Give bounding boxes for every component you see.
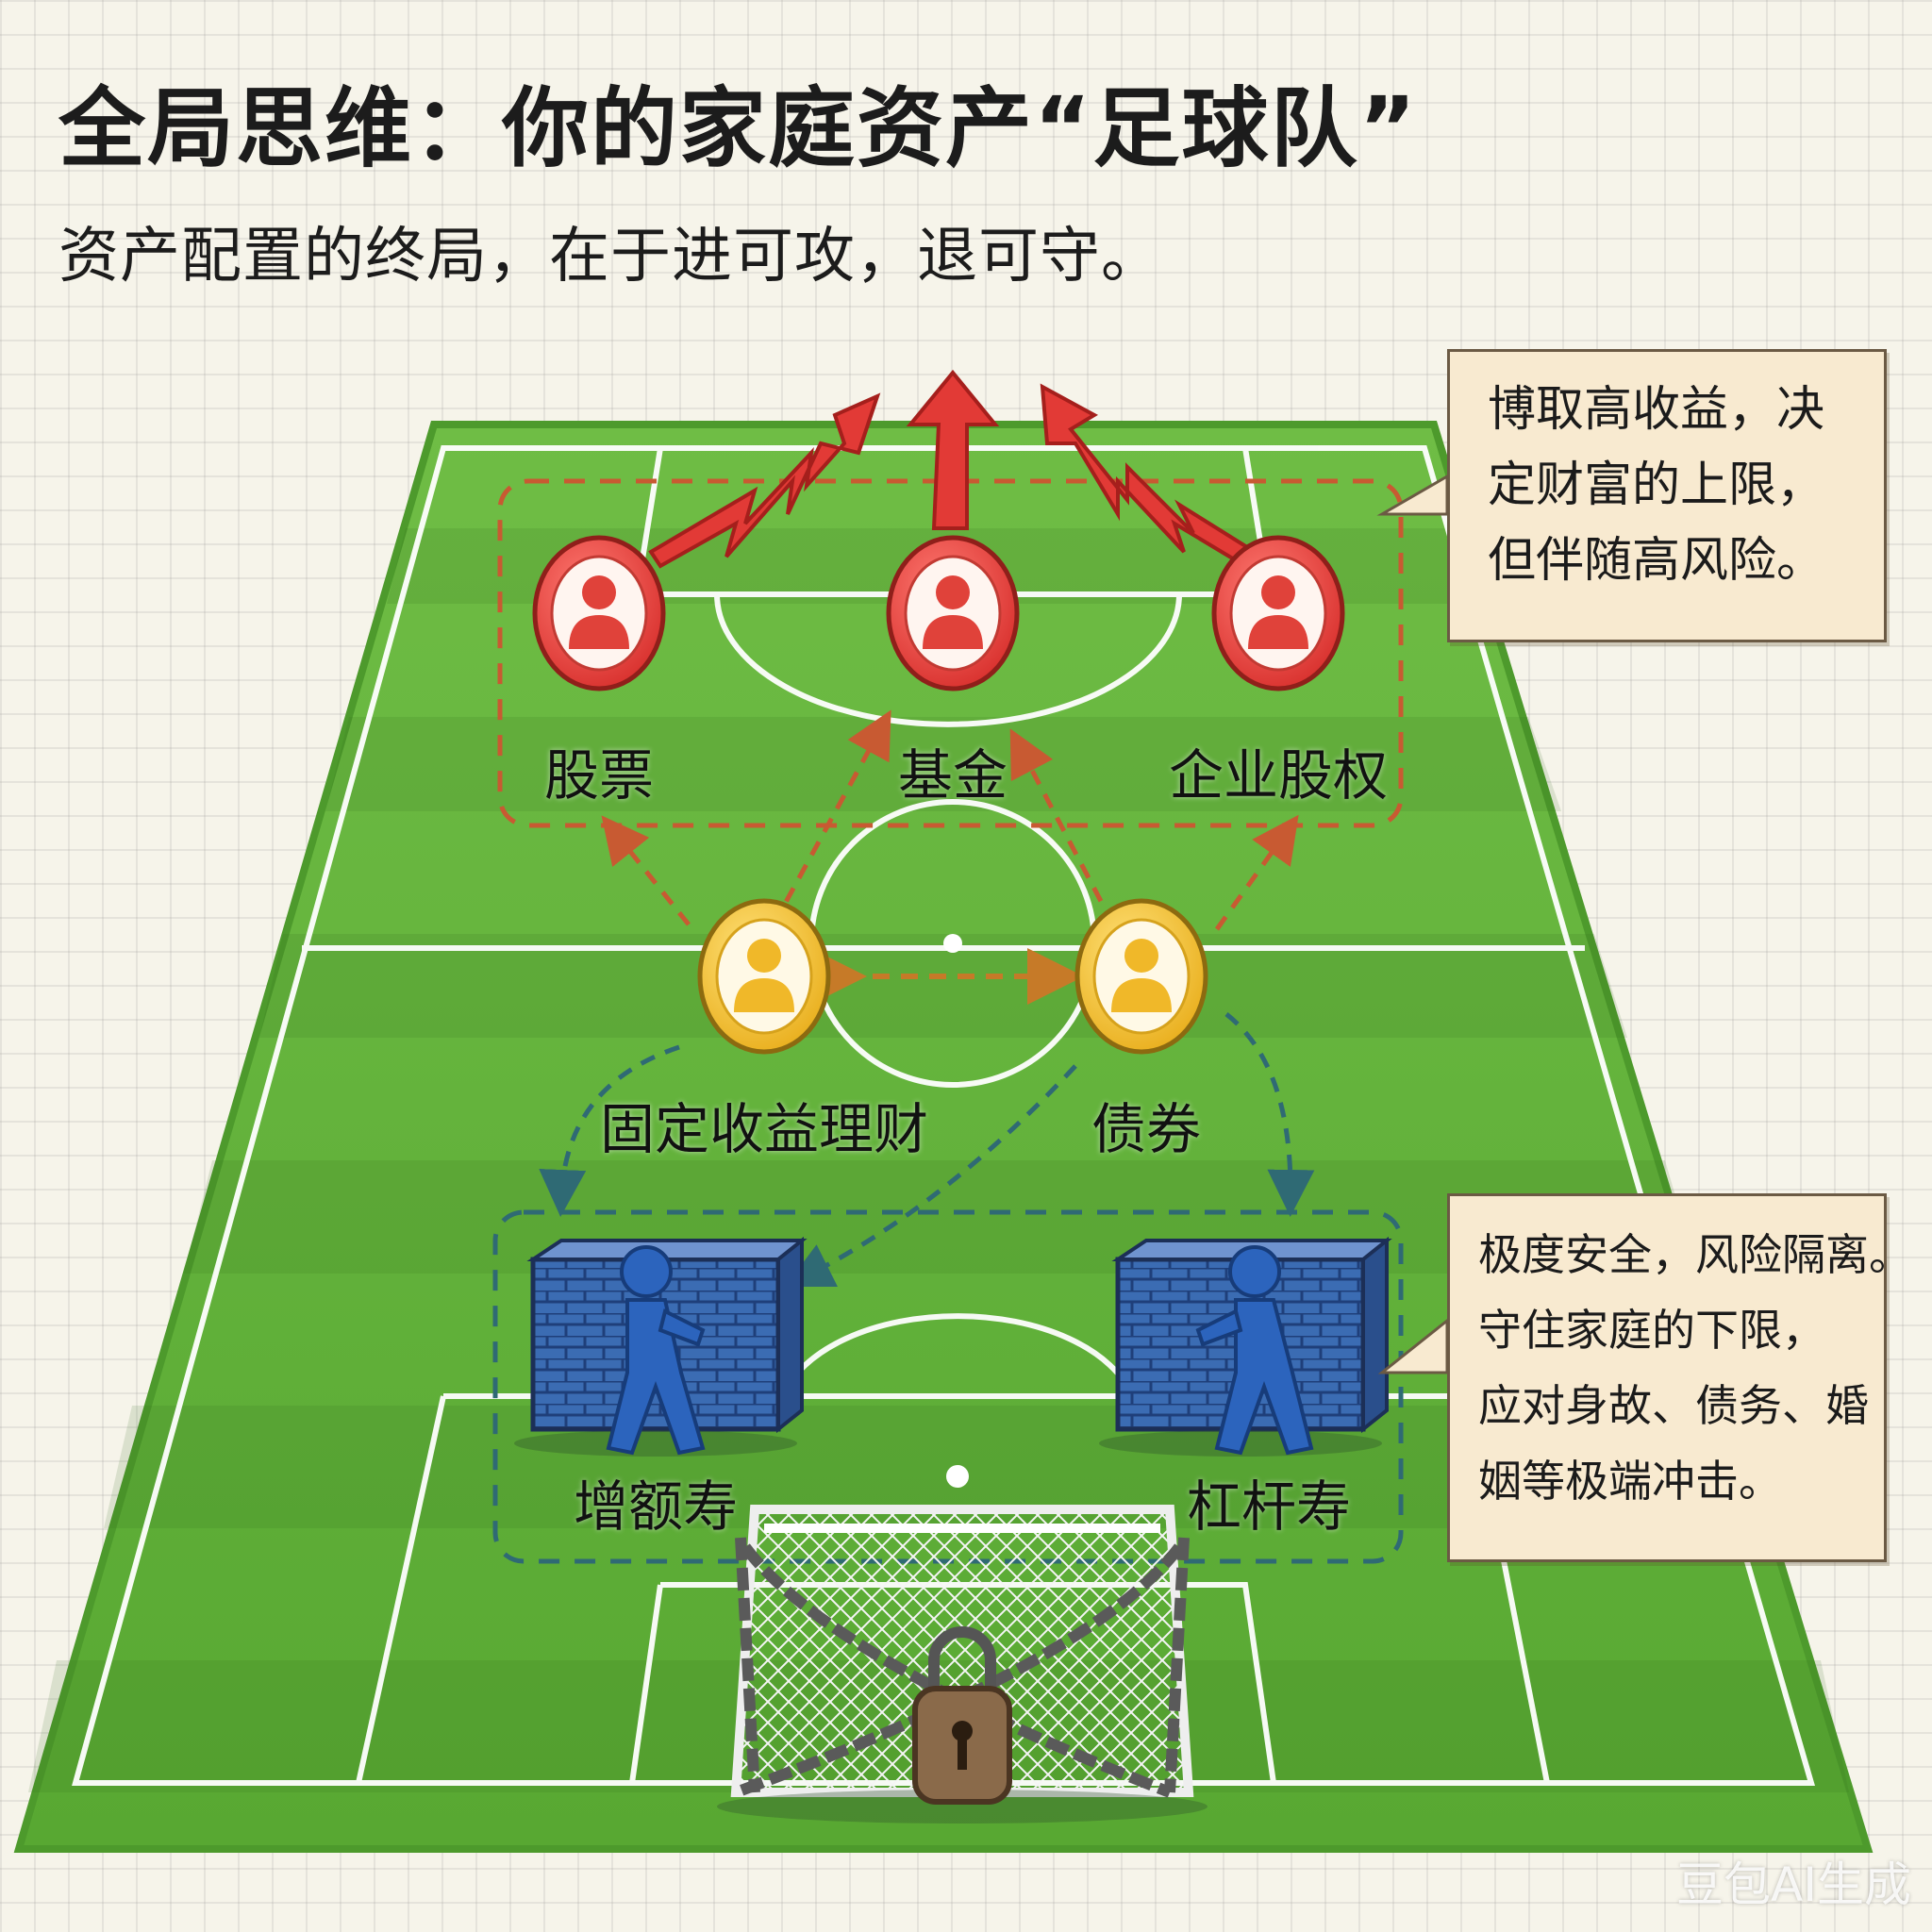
label-bond: 债券 xyxy=(1091,1097,1202,1161)
label-fund: 基金 xyxy=(897,743,1008,808)
person-icon xyxy=(1111,939,1172,1012)
defense-note-line: 姻等极端冲击。 xyxy=(1478,1456,1782,1507)
goal-net-icon xyxy=(717,1505,1208,1824)
person-icon xyxy=(734,939,794,1012)
pitch-surface xyxy=(13,421,1874,1853)
attack-note-line: 博取高收益，决 xyxy=(1488,382,1825,438)
defense-note: 极度安全，风险隔离。 守住家庭的下限， 应对身故、债务、婚 姻等极端冲击。 xyxy=(1447,1193,1912,1562)
arrow-up-icon xyxy=(648,369,1257,569)
attack-note: 博取高收益，决 定财富的上限， 但伴随高风险。 xyxy=(1447,349,1887,642)
person-icon xyxy=(1195,1245,1314,1456)
person-icon xyxy=(923,575,983,649)
midfield-player-bond xyxy=(1074,898,1208,1055)
person-icon xyxy=(606,1245,706,1456)
center-spot xyxy=(943,934,962,953)
attack-note-line: 但伴随高风险。 xyxy=(1488,533,1825,589)
penalty-spot xyxy=(946,1465,969,1488)
defense-note-line: 应对身故、债务、婚 xyxy=(1478,1380,1869,1431)
person-icon xyxy=(1248,575,1308,649)
defender-incremental-life xyxy=(514,1236,808,1457)
label-leveraged-life: 杠杆寿 xyxy=(1186,1474,1352,1539)
defense-note-line: 守住家庭的下限， xyxy=(1478,1305,1825,1356)
forward-player-stocks xyxy=(532,535,666,691)
label-incremental-life: 增额寿 xyxy=(573,1474,739,1539)
defender-leveraged-life xyxy=(1099,1236,1392,1457)
midfield-to-attack-arrows xyxy=(601,709,1299,931)
midfield-player-fixed-income xyxy=(697,898,831,1055)
page-subtitle: 资产配置的终局，在于进可攻，退可守。 xyxy=(58,222,1162,291)
midfield-to-defense-arrows xyxy=(539,1012,1315,1287)
label-equity: 企业股权 xyxy=(1168,743,1389,808)
attack-note-line: 定财富的上限， xyxy=(1488,458,1825,513)
forward-player-fund xyxy=(886,535,1020,691)
page-title: 全局思维：你的家庭资产“足球队” xyxy=(58,78,1418,179)
padlock-icon xyxy=(912,1626,1012,1805)
forward-player-equity xyxy=(1211,535,1345,691)
person-icon xyxy=(569,575,629,649)
defense-note-line: 极度安全，风险隔离。 xyxy=(1478,1229,1912,1280)
chain-icon xyxy=(733,1537,1190,1798)
label-stocks: 股票 xyxy=(543,743,655,808)
watermark: 豆包AI生成 xyxy=(1676,1857,1911,1912)
label-fixed-income: 固定收益理财 xyxy=(599,1097,929,1161)
